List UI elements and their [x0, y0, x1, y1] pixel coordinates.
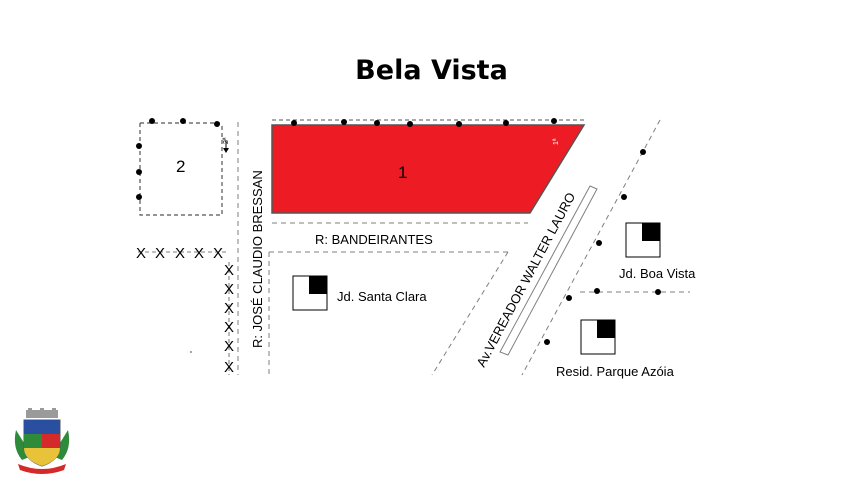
- lot-1-label: 1: [398, 163, 407, 182]
- svg-text:X: X: [224, 338, 234, 355]
- neighborhood-santa-clara[interactable]: Jd. Santa Clara: [292, 275, 427, 311]
- street-jose-claudio: R: JOSÉ CLAUDIO BRESSAN: [237, 122, 270, 378]
- neighborhood-symbol-icon: [292, 275, 328, 311]
- svg-text:X: X: [213, 245, 223, 262]
- svg-text:X: X: [194, 245, 204, 262]
- neighborhood-parque-azoia[interactable]: Resid. Parque Azóia: [556, 319, 675, 379]
- street-bandeirantes-label: R: BANDEIRANTES: [315, 232, 433, 247]
- street-jose-claudio-label: R: JOSÉ CLAUDIO BRESSAN: [250, 170, 265, 348]
- map-title: Bela Vista: [355, 55, 508, 86]
- svg-text:X: X: [136, 245, 146, 262]
- svg-text:X: X: [224, 262, 234, 279]
- street-bandeirantes: R: BANDEIRANTES: [269, 222, 528, 253]
- svg-text:X: X: [224, 281, 234, 298]
- svg-text:X: X: [224, 319, 234, 336]
- svg-text:X: X: [224, 359, 234, 376]
- lot-1-note: 1ª: [553, 138, 560, 145]
- lot-2-label: 2: [176, 157, 185, 176]
- side-street: [580, 288, 690, 295]
- santa-clara-label: Jd. Santa Clara: [337, 289, 427, 304]
- svg-text:X: X: [224, 300, 234, 317]
- svg-text:X: X: [175, 245, 185, 262]
- lot-2[interactable]: 2 2ª: [136, 118, 230, 216]
- boa-vista-label: Jd. Boa Vista: [619, 266, 696, 281]
- neighborhood-boa-vista[interactable]: Jd. Boa Vista: [619, 222, 696, 281]
- svg-text:X: X: [155, 245, 165, 262]
- municipal-crest-icon: [14, 408, 70, 474]
- avenue-walter-lauro-label: Av.VEREADOR WALTER LAURO: [473, 190, 578, 369]
- neighborhood-symbol-icon: [625, 222, 661, 258]
- lot-1[interactable]: 1 1ª: [271, 118, 586, 214]
- parque-azoia-label: Resid. Parque Azóia: [556, 364, 675, 379]
- neighborhood-symbol-icon: [580, 319, 616, 355]
